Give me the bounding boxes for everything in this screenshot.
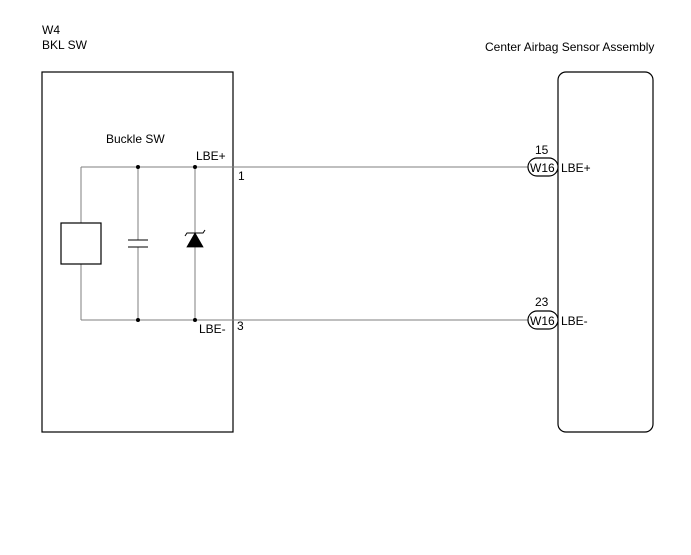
right-pin-number-2: 23	[535, 295, 549, 309]
right-component-name: Center Airbag Sensor Assembly	[485, 40, 654, 54]
right-pin-signal-1: LBE+	[561, 161, 591, 175]
buckle-switch-circuit	[80, 166, 233, 321]
left-component-code: W4	[42, 23, 60, 37]
left-pin-signal-2: LBE-	[199, 322, 226, 336]
right-component-box	[557, 71, 654, 433]
connector-oval-top	[527, 157, 559, 177]
junction-dots	[136, 165, 197, 322]
connector-code-top: W16	[530, 161, 555, 175]
left-pin-signal-1: LBE+	[196, 149, 226, 163]
capacitor-icon	[128, 239, 148, 248]
right-pin-signal-2: LBE-	[561, 314, 588, 328]
junction-dot	[193, 165, 197, 169]
connector-oval-bottom	[527, 310, 559, 330]
left-component-name: BKL SW	[42, 38, 88, 52]
junction-dot	[136, 318, 140, 322]
switch-element-icon	[60, 222, 102, 265]
connector-code-bottom: W16	[530, 314, 555, 328]
right-pin-number-1: 15	[535, 143, 549, 157]
junction-dot	[136, 165, 140, 169]
buckle-sw-label: Buckle SW	[106, 132, 165, 146]
left-pin-number-2: 3	[237, 319, 244, 333]
zener-diode-icon	[184, 229, 206, 248]
left-pin-number-1: 1	[238, 169, 245, 183]
left-component-box	[41, 71, 234, 433]
junction-dot	[193, 318, 197, 322]
